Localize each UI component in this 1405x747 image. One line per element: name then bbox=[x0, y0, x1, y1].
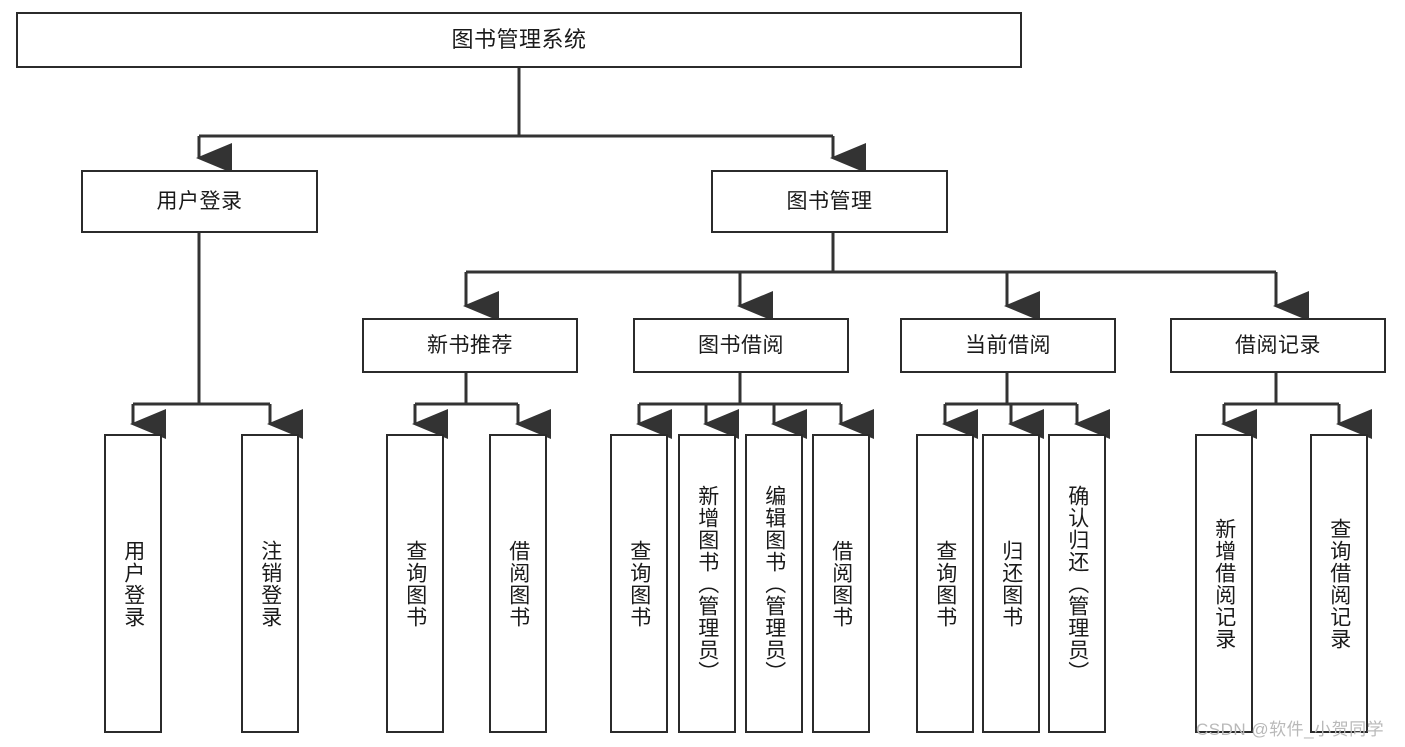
leaf-user-login[interactable]: 用户登录 bbox=[104, 434, 162, 733]
leaf-bb-query-book[interactable]: 查询图书 bbox=[610, 434, 668, 733]
node-root[interactable]: 图书管理系统 bbox=[16, 12, 1022, 68]
leaf-bb-edit-book-admin[interactable]: 编辑图书（管理员） bbox=[745, 434, 803, 733]
node-borrow-records[interactable]: 借阅记录 bbox=[1170, 318, 1386, 373]
leaf-cb-confirm-return-admin[interactable]: 确认归还（管理员） bbox=[1048, 434, 1106, 733]
leaf-bb-add-book-admin[interactable]: 新增图书（管理员） bbox=[678, 434, 736, 733]
leaf-label: 编辑图书（管理员） bbox=[762, 484, 786, 683]
node-current-borrow[interactable]: 当前借阅 bbox=[900, 318, 1116, 373]
leaf-nb-query-book[interactable]: 查询图书 bbox=[386, 434, 444, 733]
leaf-logout[interactable]: 注销登录 bbox=[241, 434, 299, 733]
leaf-label: 用户登录 bbox=[121, 539, 145, 628]
watermark-text: CSDN @软件_小贺同学 bbox=[1196, 720, 1385, 739]
node-user-login[interactable]: 用户登录 bbox=[81, 170, 318, 233]
leaf-cb-return-book[interactable]: 归还图书 bbox=[982, 434, 1040, 733]
leaf-bb-borrow-book[interactable]: 借阅图书 bbox=[812, 434, 870, 733]
leaf-label: 新增图书（管理员） bbox=[695, 484, 719, 683]
leaf-label: 新增借阅记录 bbox=[1212, 517, 1236, 650]
leaf-label: 查询图书 bbox=[403, 539, 427, 628]
leaf-label: 注销登录 bbox=[258, 539, 282, 628]
leaf-label: 借阅图书 bbox=[829, 539, 853, 628]
leaf-label: 查询借阅记录 bbox=[1327, 517, 1351, 650]
leaf-cb-query-book[interactable]: 查询图书 bbox=[916, 434, 974, 733]
node-book-borrow[interactable]: 图书借阅 bbox=[633, 318, 849, 373]
leaf-label: 借阅图书 bbox=[506, 539, 530, 628]
leaf-label: 归还图书 bbox=[999, 539, 1023, 628]
leaf-br-add-record[interactable]: 新增借阅记录 bbox=[1195, 434, 1253, 733]
node-book-management[interactable]: 图书管理 bbox=[711, 170, 948, 233]
leaf-label: 确认归还（管理员） bbox=[1065, 484, 1089, 683]
leaf-br-query-record[interactable]: 查询借阅记录 bbox=[1310, 434, 1368, 733]
leaf-nb-borrow-book[interactable]: 借阅图书 bbox=[489, 434, 547, 733]
leaf-label: 查询图书 bbox=[627, 539, 651, 628]
node-new-book-recommend[interactable]: 新书推荐 bbox=[362, 318, 578, 373]
leaf-label: 查询图书 bbox=[933, 539, 957, 628]
